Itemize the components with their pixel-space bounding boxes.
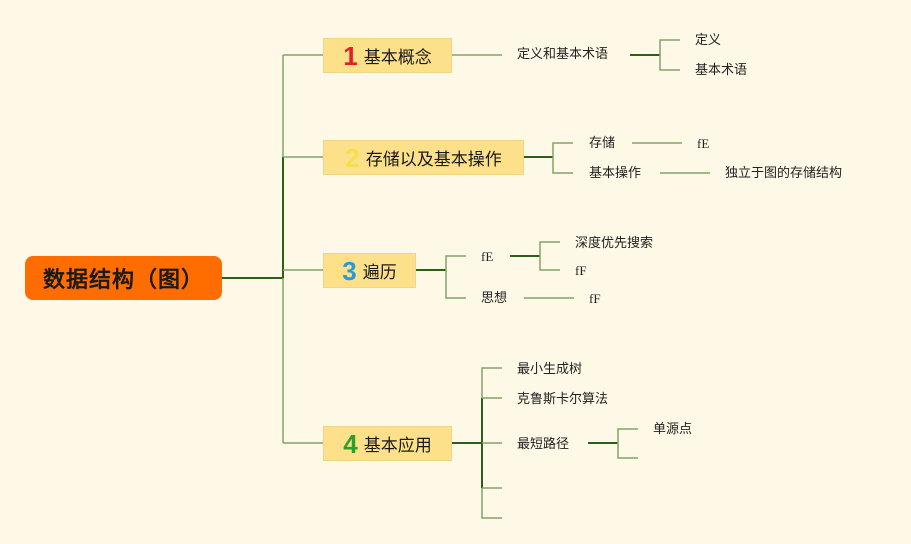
node-storage-fe[interactable]: fE — [697, 136, 710, 151]
b4-bracket-bottom — [481, 488, 502, 519]
node-single-source[interactable]: 单源点 — [653, 422, 693, 437]
branch-label: 存储以及基本操作 — [365, 150, 502, 170]
number-3-icon: 3 — [342, 255, 357, 286]
number-4-icon: 4 — [343, 428, 358, 459]
b3-bracket — [445, 255, 466, 299]
b3-fe-bracket — [539, 241, 560, 271]
branch-label: 遍历 — [362, 263, 397, 283]
branch-node-traversal[interactable]: 3 遍历 — [323, 253, 416, 288]
root-node[interactable]: 数据结构（图） — [25, 256, 222, 300]
number-1-icon: 1 — [343, 40, 358, 71]
node-mst[interactable]: 最小生成树 — [517, 362, 583, 377]
node-storage[interactable]: 存储 — [589, 136, 616, 151]
b2-bracket — [552, 142, 573, 174]
b4-sp-bracket — [617, 428, 638, 459]
branch-node-storage-ops[interactable]: 2 存储以及基本操作 — [323, 140, 524, 175]
branch-node-applications[interactable]: 4 基本应用 — [323, 426, 452, 461]
node-idea[interactable]: 思想 — [481, 291, 508, 306]
node-dfs[interactable]: 深度优先搜索 — [575, 236, 654, 251]
node-traversal-fe[interactable]: fE — [481, 249, 494, 264]
root-label: 数据结构（图） — [42, 268, 204, 293]
node-definition[interactable]: 定义 — [695, 33, 722, 48]
branch-label: 基本应用 — [363, 436, 432, 456]
node-independent-storage[interactable]: 独立于图的存储结构 — [725, 166, 843, 181]
node-kruskal[interactable]: 克鲁斯卡尔算法 — [517, 392, 609, 407]
branch-node-basic-concepts[interactable]: 1 基本概念 — [323, 38, 452, 73]
node-idea-ff[interactable]: fF — [589, 291, 601, 306]
branch-label: 基本概念 — [363, 48, 432, 68]
node-basic-terms[interactable]: 基本术语 — [695, 63, 748, 78]
node-definitions-terms[interactable]: 定义和基本术语 — [517, 47, 609, 62]
node-shortest-path[interactable]: 最短路径 — [517, 437, 570, 452]
number-2-icon: 2 — [345, 142, 360, 173]
b4-bracket-top — [481, 367, 502, 398]
node-basic-ops[interactable]: 基本操作 — [589, 166, 642, 181]
node-traversal-ff[interactable]: fF — [575, 263, 587, 278]
b1-sub-bracket — [659, 39, 680, 71]
